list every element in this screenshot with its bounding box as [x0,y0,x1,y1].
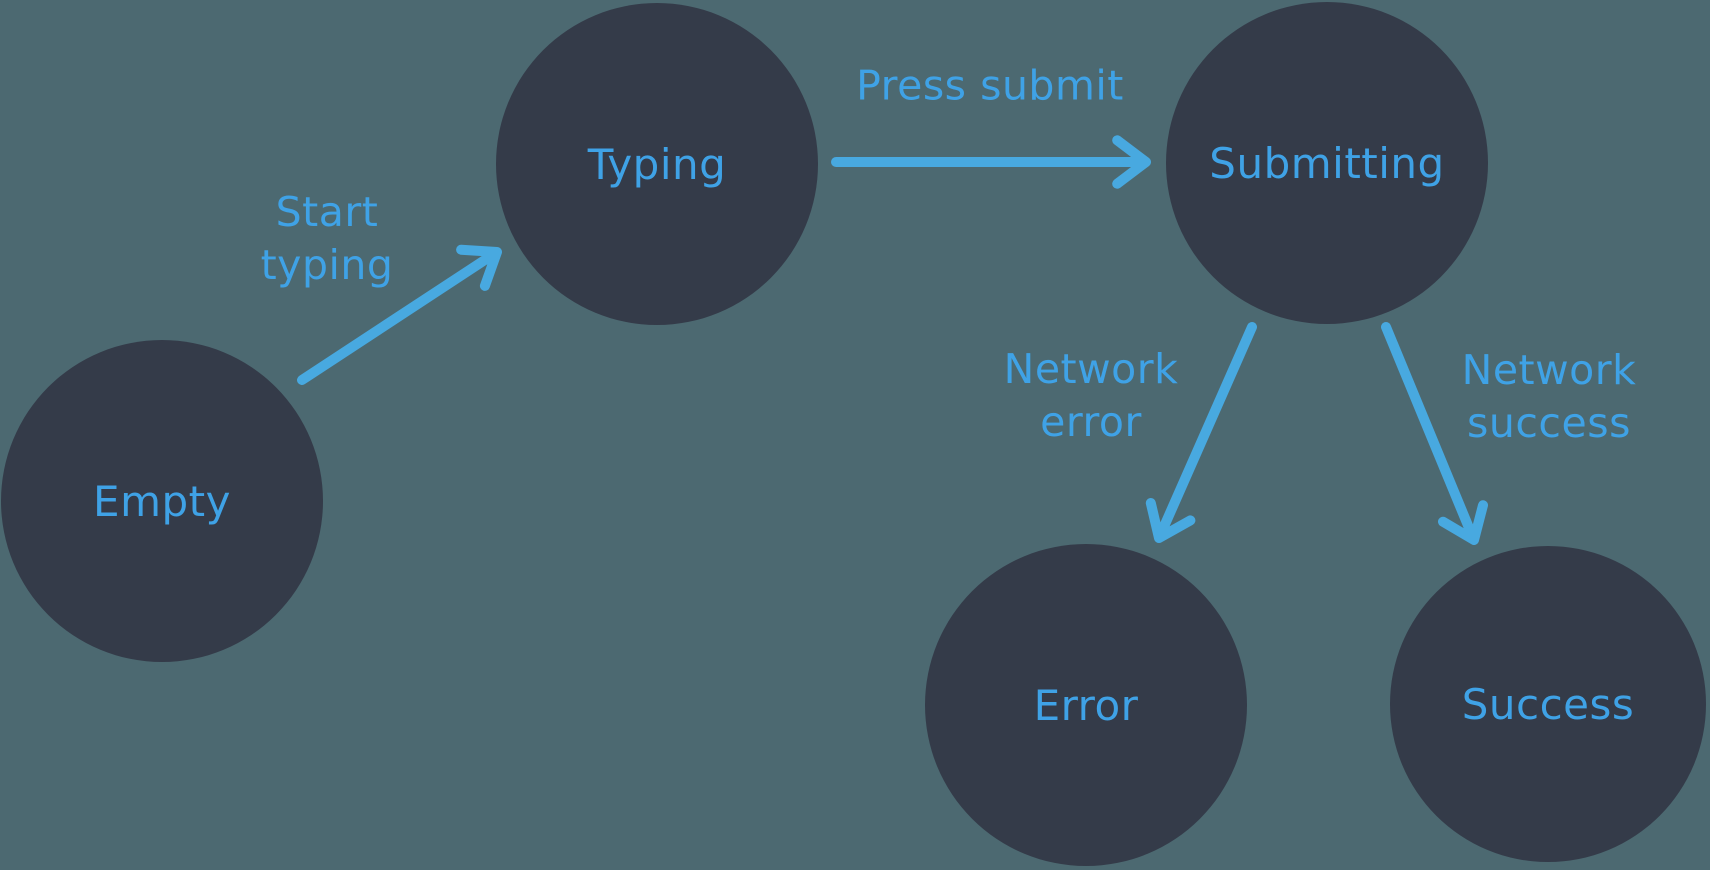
arrow-path [1145,322,1257,543]
transition-label-network-success: Network success [1462,344,1637,450]
transition-label-start-typing: Start typing [261,186,394,292]
arrow-path [1381,322,1488,545]
state-node-typing: Typing [496,3,818,325]
transition-arrow-start-typing [297,244,502,385]
transition-arrow-network-success [1381,322,1488,545]
transition-label-line: Network [1003,345,1179,393]
transition-label-line: error [1040,398,1142,446]
arrow-path [297,244,502,385]
transition-arrow-network-error [1145,322,1257,543]
state-label-empty: Empty [93,476,231,526]
transition-arrow-press-submit [831,135,1151,189]
transition-label-line: Press submit [856,61,1124,110]
state-label-success: Success [1461,679,1635,729]
transition-label-line: success [1467,399,1631,447]
state-node-submitting: Submitting [1166,2,1488,324]
transition-label-line: Network [1461,346,1637,394]
state-label-submitting: Submitting [1209,138,1445,188]
state-label-typing: Typing [587,139,727,189]
state-node-success: Success [1390,546,1706,862]
state-node-error: Error [925,544,1247,866]
transition-label-line: typing [260,241,394,289]
arrow-path [831,135,1151,189]
state-node-empty: Empty [1,340,323,662]
state-label-error: Error [1033,680,1139,730]
transition-label-network-error: Network error [1004,343,1179,449]
transition-label-press-submit: Press submit [856,60,1124,113]
transition-label-line: Start [275,188,379,236]
